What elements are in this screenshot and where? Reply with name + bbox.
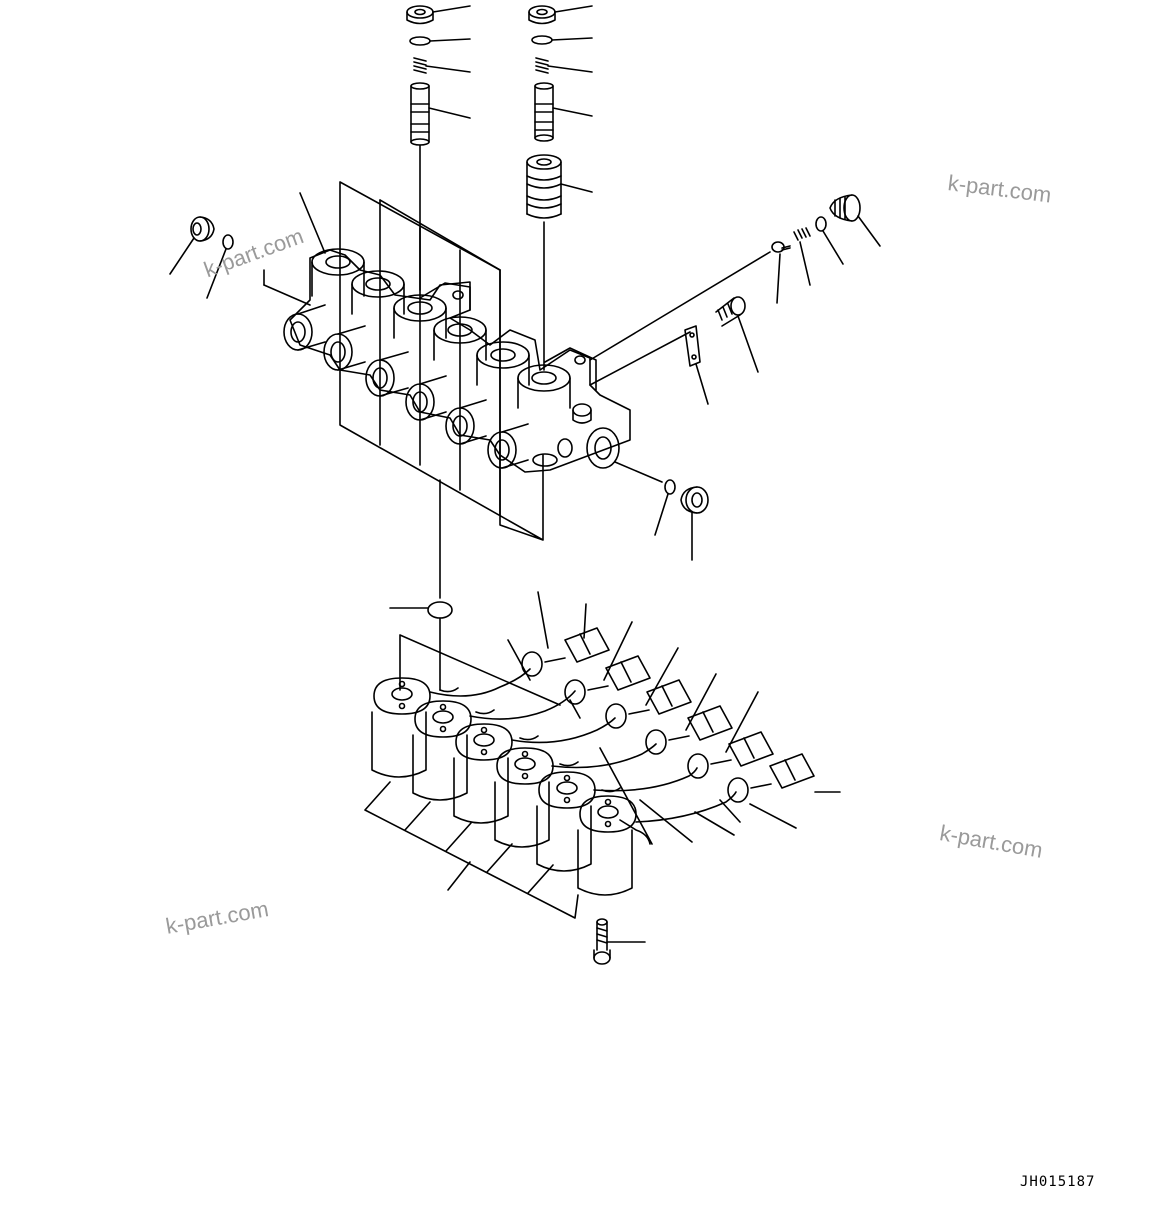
harness-6 [635, 753, 841, 829]
solenoid-1 [371, 677, 431, 778]
wire-clips [439, 687, 621, 793]
leader-lines-right [589, 251, 771, 386]
solenoid-group-bracket [364, 781, 579, 919]
harness-4 [551, 673, 733, 769]
spool-top-left [410, 82, 471, 146]
plug-top-left [406, 5, 471, 25]
o-ring-top-right [531, 35, 593, 45]
drawing-code: JH015187 [1020, 1174, 1096, 1190]
o-ring-lower-right [614, 461, 676, 536]
o-ring-center [389, 601, 453, 619]
o-ring-left [206, 234, 234, 299]
sleeve-top-right [526, 154, 593, 371]
harness-2 [469, 621, 651, 720]
harness-3 [511, 647, 692, 744]
check-ball-right [771, 241, 791, 304]
valve-block [283, 181, 631, 541]
harness-5 [593, 691, 774, 792]
o-ring-right-upper [815, 216, 844, 265]
harness-lower-leaders [599, 747, 741, 845]
solenoid-leaders [399, 617, 561, 706]
spring-top-right [535, 57, 593, 74]
bolt-right [715, 296, 759, 373]
spring-top-left [413, 57, 471, 74]
plug-right-upper [829, 194, 881, 247]
plate-right [684, 325, 709, 405]
solenoid-2 [412, 700, 472, 801]
plug-lower-right [680, 486, 709, 561]
solenoid-6 [577, 795, 637, 896]
screw-bottom [593, 918, 646, 965]
solenoid-4 [494, 747, 554, 848]
spring-right [793, 227, 811, 286]
leader-left-2 [263, 284, 311, 306]
spool-top-right [534, 82, 593, 142]
solenoid-5 [536, 771, 596, 872]
plug-top-right [528, 5, 593, 25]
harness-1 [429, 591, 610, 697]
solenoid-3 [453, 723, 513, 824]
o-ring-top-left [409, 36, 471, 46]
plug-left [169, 216, 215, 275]
